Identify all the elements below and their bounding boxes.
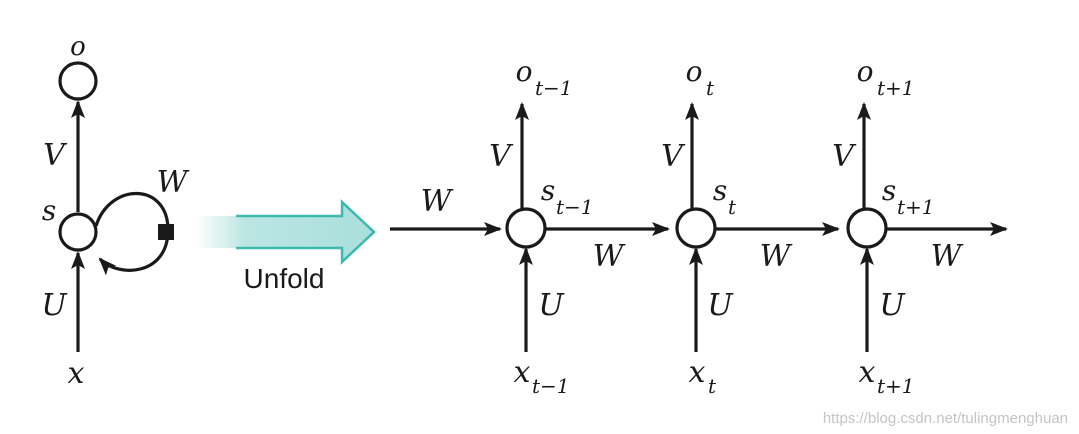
folded-w-label: W [157,165,190,200]
step-s-subscript: t−1 [556,195,594,219]
folded-rnn: o V s W U x [41,32,189,391]
unfold-arrow: Unfold [196,199,376,294]
step-u-label: U [707,288,734,323]
time-step: o t+1 V s t+1 W U x t+1 [832,55,1008,398]
step-s-subscript: t [728,195,737,219]
step-hidden-node [846,207,888,249]
watermark: https://blog.csdn.net/tulingmenghuan [823,410,1068,427]
step-o-label: o [686,55,703,88]
step-u-label: U [879,288,906,323]
step-w-label: W [760,239,793,274]
folded-s-label: s [42,194,56,227]
step-x-subscript: t [708,374,717,398]
step-x-label: x [689,355,706,390]
step-s-label: s [882,174,896,207]
unfold-label: Unfold [244,263,325,294]
step-v-label: V [489,139,514,174]
unfold-arrow-outline [236,199,376,265]
folded-u-label: U [41,288,68,323]
step-o-subscript: t−1 [535,76,573,100]
folded-recurrent-loop [94,191,170,276]
step-o-subscript: t [706,76,715,100]
step-x-subscript: t+1 [877,374,915,398]
unfold-arrow-shape [196,202,374,262]
folded-output-node [58,61,98,101]
step-s-subscript: t+1 [897,195,935,219]
step-s-label: s [541,174,555,207]
folded-hidden-node [58,212,98,252]
step-v-label: V [832,139,857,174]
folded-o-label: o [70,32,86,62]
step-hidden-node [675,207,717,249]
step-w-label: W [931,239,964,274]
step-x-subscript: t−1 [532,374,570,398]
step-hidden-node [505,207,547,249]
time-step: o t−1 V s t−1 W U x t−1 [489,55,670,398]
step-w-label: W [593,239,626,274]
step-x-label: x [859,355,876,390]
incoming-w-label: W [421,184,454,219]
step-u-label: U [538,288,565,323]
time-step: o t V s t W U x t [661,55,840,398]
step-s-label: s [713,174,727,207]
step-o-label: o [516,55,533,88]
folded-v-label: V [43,138,68,173]
step-x-label: x [514,355,531,390]
folded-x-label: x [68,356,85,391]
step-v-label: V [661,139,686,174]
unfolded-rnn: W o t−1 V s t−1 W U x t−1 o t V s t [390,55,1008,398]
step-o-subscript: t+1 [877,76,915,100]
step-o-label: o [857,55,874,88]
folded-delay-square [158,224,174,240]
